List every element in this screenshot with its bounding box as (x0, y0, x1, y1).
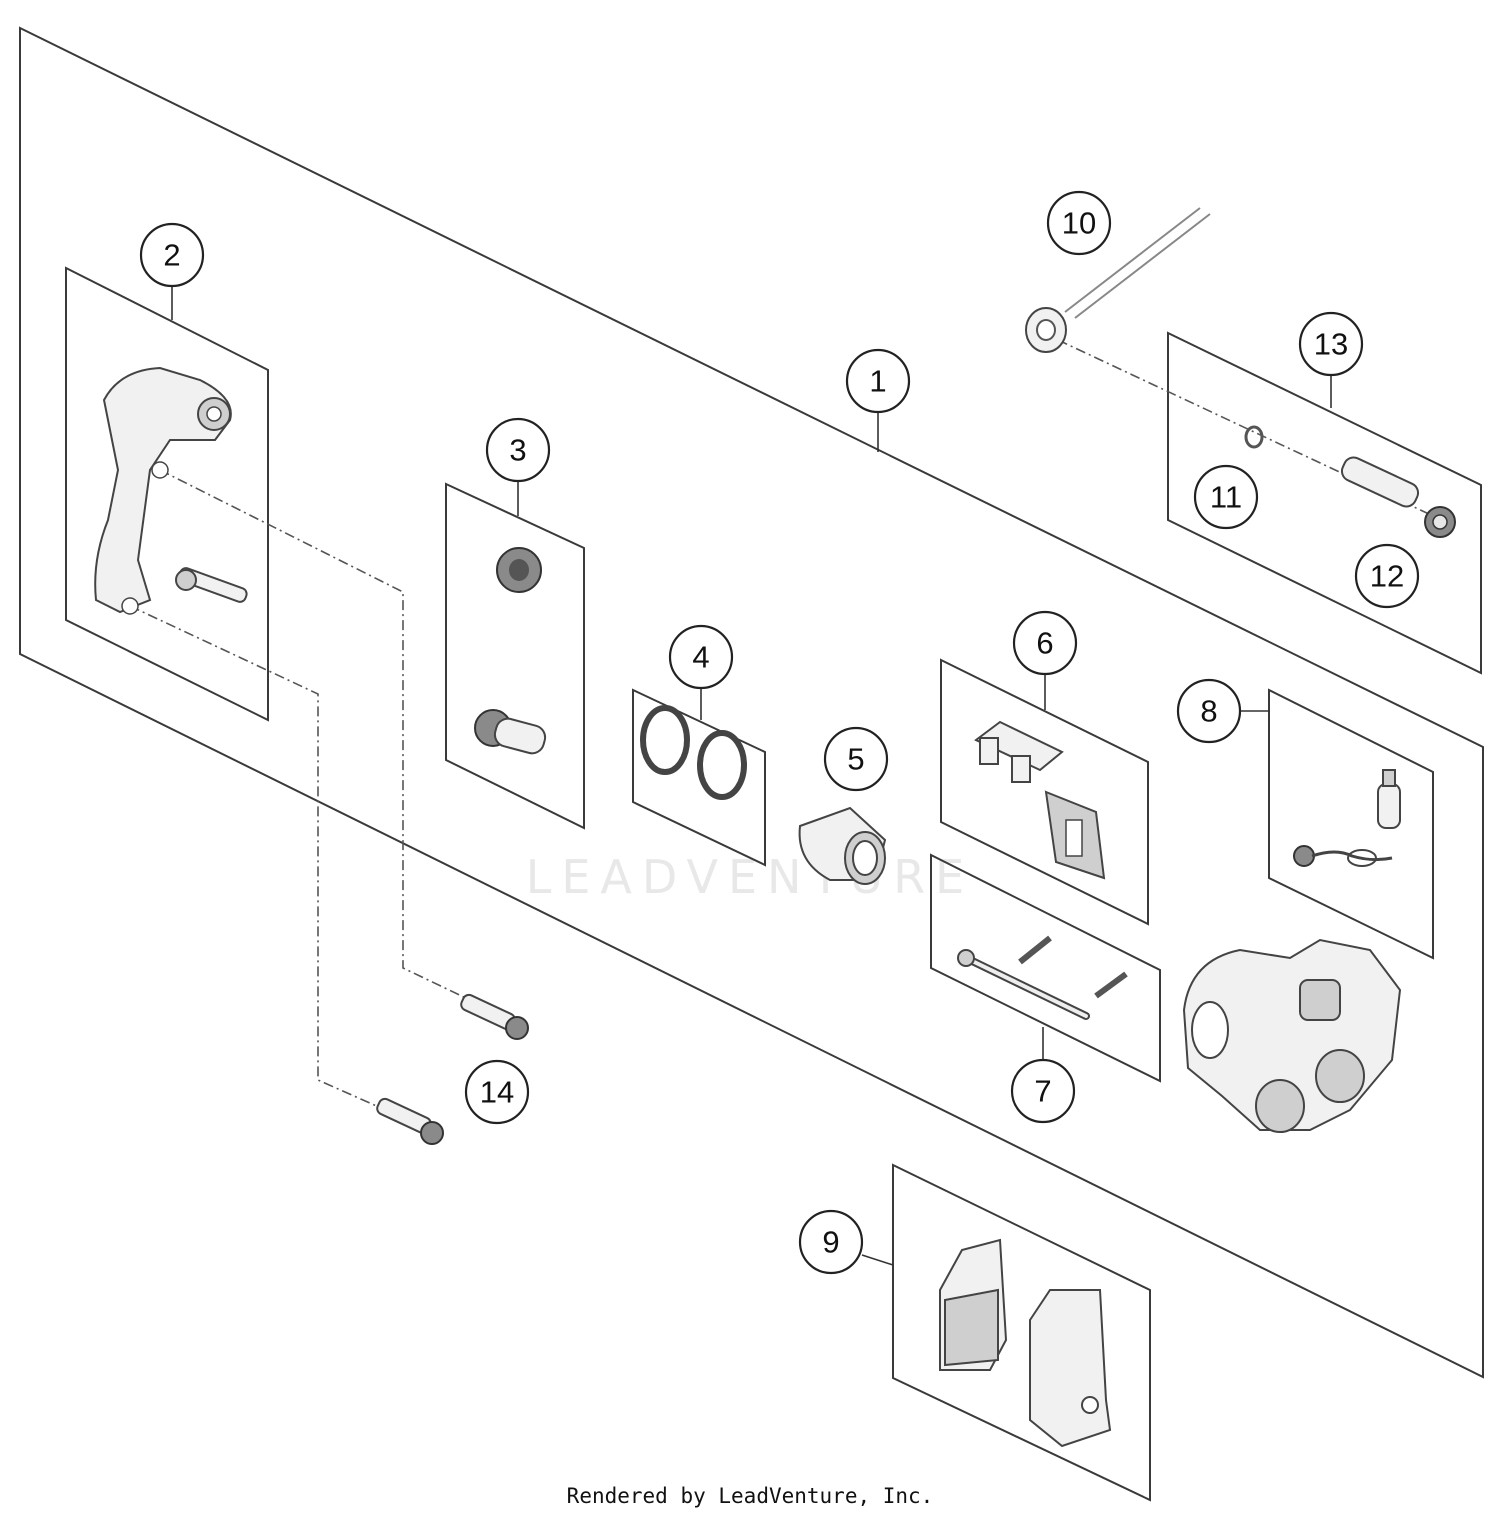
footer-credit: Rendered by LeadVenture, Inc. (566, 1484, 934, 1508)
caliper-bracket-part (94, 366, 248, 615)
mounting-bolts-part (376, 993, 529, 1145)
brake-line-part (1025, 207, 1211, 353)
group-frame-6 (940, 658, 1149, 926)
callout-label: 1 (869, 364, 886, 399)
callout-label: 9 (822, 1225, 839, 1260)
caliper-body-part (1182, 938, 1402, 1133)
callout-label: 11 (1210, 480, 1242, 515)
seal-rings-part (640, 705, 747, 800)
callout-label: 5 (847, 742, 864, 777)
callout-13: 13 (1298, 311, 1364, 377)
callout-label: 3 (509, 433, 526, 468)
callout-9: 9 (798, 1209, 864, 1275)
callout-6: 6 (1012, 610, 1078, 676)
callout-14: 14 (464, 1059, 530, 1125)
callout-7: 7 (1010, 1058, 1076, 1124)
callout-8: 8 (1176, 678, 1242, 744)
leader-line-9 (861, 1254, 894, 1266)
callout-11: 11 (1193, 464, 1259, 530)
assembly-frame-1 (19, 26, 1484, 1379)
callout-label: 13 (1314, 327, 1348, 362)
pad-spring-part (974, 720, 1106, 880)
dust-boots-part (474, 547, 547, 755)
callout-label: 6 (1036, 626, 1053, 661)
brake-pads-part (939, 1238, 1112, 1448)
group-frame-8 (1268, 688, 1434, 960)
callout-label: 7 (1034, 1074, 1051, 1109)
callout-label: 2 (163, 238, 180, 273)
callout-1: 1 (845, 348, 911, 414)
dash-path-lower-bolt (129, 605, 391, 1113)
callout-5: 5 (823, 726, 889, 792)
group-frame-3 (445, 482, 585, 830)
dash-path-banjo (1057, 339, 1447, 523)
callout-label: 10 (1062, 206, 1096, 241)
callout-label: 4 (692, 640, 709, 675)
callout-label: 12 (1370, 559, 1404, 594)
callout-10: 10 (1046, 190, 1112, 256)
banjo-bolt-part (1244, 425, 1456, 538)
callout-4: 4 (668, 624, 734, 690)
callout-label: 14 (480, 1075, 514, 1110)
group-frame-7 (930, 853, 1161, 1083)
callout-2: 2 (139, 222, 205, 288)
bleed-valve-part (1293, 769, 1401, 867)
piston-part (798, 806, 887, 885)
group-frame-9 (892, 1163, 1151, 1502)
group-frame-2 (65, 266, 269, 722)
group-frame-13 (1167, 331, 1482, 675)
callout-3: 3 (485, 417, 551, 483)
dash-path-upper-bolt (159, 469, 471, 1001)
callout-label: 8 (1200, 694, 1217, 729)
watermark-text: LEADVENTURE (526, 850, 975, 904)
callout-12: 12 (1354, 543, 1420, 609)
guide-pins-part (957, 935, 1128, 1020)
